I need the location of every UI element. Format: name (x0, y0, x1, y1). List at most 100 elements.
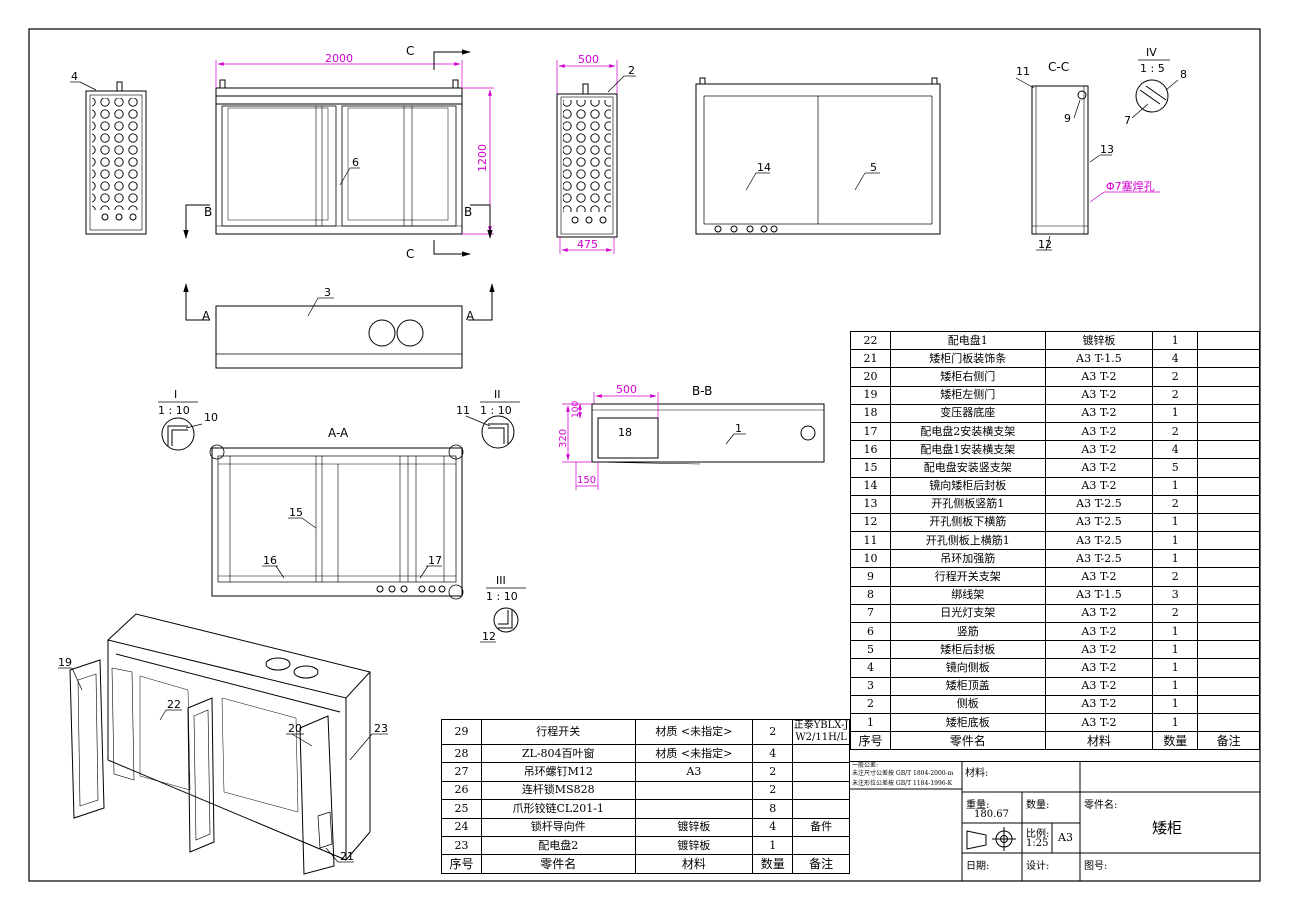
cell-material: 镀锌板 (634, 835, 754, 856)
dimension-150: 150 (575, 462, 599, 490)
section-b-markers (183, 204, 493, 239)
svg-text:4: 4 (71, 70, 78, 83)
cell-name: ZL-804百叶窗 (480, 743, 636, 764)
detail-i-label: I (174, 388, 177, 401)
cell-qty: 2 (1152, 367, 1199, 387)
cell-qty: 5 (1152, 458, 1199, 478)
svg-text:9: 9 (1064, 112, 1071, 125)
balloon-20: 20 (286, 722, 313, 747)
cell-material: A3 T-2.5 (1044, 549, 1154, 569)
cell-qty: 2 (1152, 494, 1199, 514)
weld-note: Φ7塞焊孔 (1089, 179, 1160, 203)
tolerance-line-1: 未注尺寸公差按 GB/T 1804-2000-m (852, 770, 954, 777)
header-remark: 备注 (1197, 731, 1260, 751)
table-header-row: 序号零件名材料数量备注 (441, 854, 850, 874)
cell-material: A3 T-2 (1044, 476, 1154, 496)
cell-material: A3 T-2 (1044, 621, 1154, 642)
cell-no: 27 (441, 762, 482, 782)
cell-name: 开孔侧板竖筋1 (889, 494, 1046, 514)
cell-material: A3 T-2 (1044, 640, 1154, 660)
svg-text:475: 475 (577, 238, 598, 251)
balloon-5: 5 (854, 161, 880, 191)
quantity-label: 数量: (1026, 800, 1050, 811)
cell-material: A3 T-2 (1044, 421, 1154, 442)
detail-i-view (161, 417, 195, 451)
cell-name: 配电盘2 (480, 835, 636, 856)
cell-remark (1197, 603, 1260, 624)
date-label: 日期: (966, 861, 990, 872)
cell-remark (1197, 476, 1260, 496)
balloon-19: 19 (58, 656, 83, 691)
cell-name: 侧板 (889, 694, 1046, 714)
header-no: 序号 (850, 731, 891, 751)
cell-name: 镜向矮柜后封板 (889, 476, 1046, 496)
detail-iv-view (1135, 79, 1169, 113)
material-label: 材料: (965, 768, 989, 779)
cell-material: A3 T-2 (1044, 403, 1154, 423)
cell-qty: 4 (752, 743, 794, 764)
cell-name: 吊环螺钉M12 (480, 762, 636, 782)
section-c-label-bottom: C (406, 247, 414, 261)
detail-ii-label: II (494, 388, 501, 401)
cell-material: 材质 <未指定> (634, 743, 754, 764)
cell-no: 16 (850, 440, 891, 460)
drawing-number-label: 图号: (1084, 861, 1108, 872)
balloon-15: 15 (288, 506, 317, 529)
cell-remark (792, 835, 850, 856)
svg-text:Φ7塞焊孔: Φ7塞焊孔 (1106, 179, 1155, 193)
section-a-label-right: A (466, 309, 475, 323)
svg-text:1200: 1200 (476, 144, 489, 172)
detail-ii-view (481, 415, 515, 449)
svg-text:13: 13 (1100, 143, 1114, 156)
cell-qty: 2 (752, 719, 794, 745)
svg-text:500: 500 (616, 383, 637, 396)
cell-name: 矮柜后封板 (889, 640, 1046, 660)
cell-remark (792, 799, 850, 819)
cell-qty: 1 (1152, 712, 1199, 733)
section-cc-title: C-C (1048, 60, 1069, 74)
balloon-21: 21 (325, 847, 354, 863)
cell-remark (1197, 640, 1260, 660)
cell-qty: 1 (1152, 549, 1199, 569)
balloon-3: 3 (307, 286, 334, 317)
cell-name: 行程开关支架 (889, 567, 1046, 587)
header-name: 零件名 (480, 854, 636, 874)
balloon-1: 1 (725, 422, 746, 445)
svg-text:3: 3 (324, 286, 331, 299)
cell-no: 24 (441, 817, 482, 837)
header-qty: 数量 (1152, 731, 1199, 751)
cell-qty: 4 (1152, 349, 1199, 369)
balloon-16: 16 (262, 554, 285, 579)
detail-iii-label: III (496, 574, 506, 587)
cell-name: 矮柜顶盖 (889, 676, 1046, 696)
cell-remark (1197, 621, 1260, 642)
cell-no: 15 (850, 458, 891, 478)
tolerance-title: 一般公差: (852, 762, 879, 769)
header-qty: 数量 (752, 854, 794, 874)
cell-material: A3 T-2 (1044, 676, 1154, 696)
balloon-10: 10 (204, 411, 218, 424)
balloon-2: 2 (607, 64, 636, 93)
cell-qty: 4 (752, 817, 794, 837)
cell-material (634, 799, 754, 819)
section-a-label-left: A (202, 309, 211, 323)
svg-text:18: 18 (618, 426, 632, 439)
cell-material: 材质 <未指定> (634, 719, 754, 745)
isometric-view (69, 613, 371, 875)
cell-name: 矮柜左侧门 (889, 385, 1046, 405)
section-bb-title: B-B (692, 384, 712, 398)
dimension-2000: 2000 (215, 52, 463, 88)
svg-text:12: 12 (1038, 238, 1052, 251)
svg-text:320: 320 (558, 429, 569, 448)
